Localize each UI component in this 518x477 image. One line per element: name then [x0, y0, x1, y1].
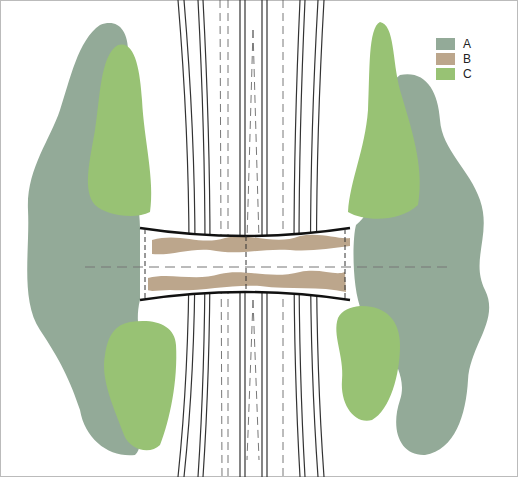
legend-label: C: [463, 67, 472, 81]
area-c-right-bottom: [336, 306, 400, 421]
legend-row: A: [436, 37, 472, 51]
legend-swatch: [436, 53, 455, 65]
legend: ABC: [436, 37, 472, 82]
axis-line: [85, 267, 450, 268]
bridge-deck: [140, 228, 350, 300]
legend-swatch: [436, 68, 455, 80]
area-b-bottom: [148, 271, 346, 292]
area-c-left-top: [88, 44, 151, 216]
bridge-edge-top: [140, 228, 350, 236]
bridge-ends: [145, 229, 345, 299]
legend-label: A: [463, 37, 471, 51]
legend-label: B: [463, 52, 471, 66]
area-c-right-top: [348, 22, 420, 219]
bridge-edge-bottom: [140, 292, 350, 300]
legend-row: B: [436, 52, 472, 66]
area-b-top: [152, 235, 350, 254]
area-c-left-bottom: [104, 321, 176, 450]
legend-swatch: [436, 38, 455, 50]
legend-row: C: [436, 67, 472, 81]
